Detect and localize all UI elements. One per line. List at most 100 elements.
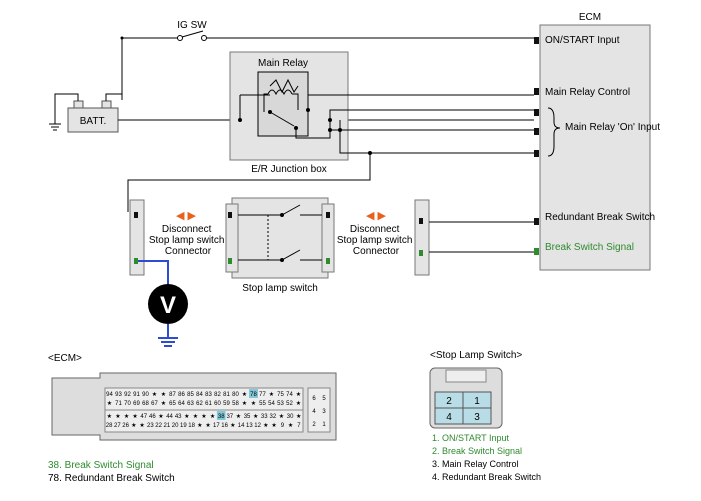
slsw-legend-3: 3. Main Relay Control: [432, 459, 519, 469]
slsw-pin: 4: [446, 412, 452, 423]
battery-label: BATT.: [80, 116, 106, 127]
ecm-pin-number: 83: [205, 392, 212, 398]
ecm-pin-number: ★: [152, 391, 157, 398]
ecm-pin-number: ★: [107, 400, 112, 407]
ecm-pin-number: 37: [226, 414, 233, 420]
ecm-legend-38: 38. Break Switch Signal: [48, 460, 154, 471]
ig-sw-label: IG SW: [177, 20, 207, 31]
ecm-pin-number: ★: [271, 422, 276, 429]
ecm-pin-number: 74: [286, 392, 293, 398]
ecm-pin-highlight: [249, 389, 258, 398]
stop-lamp-switch-label: Stop lamp switch: [242, 283, 318, 294]
ecm-pin-number: ★: [279, 413, 284, 420]
ecm-pin-number: 65: [169, 401, 176, 407]
ecm-pin-number: 67: [151, 401, 158, 407]
ecm-terminal: [534, 109, 539, 116]
ecm-pin-number: 93: [115, 392, 122, 398]
ecm-pin-number: 32: [270, 414, 277, 420]
ecm-pin-number: 81: [223, 392, 230, 398]
ecm-pin-number: 71: [115, 401, 122, 407]
ecm-pin-number: ★: [158, 413, 163, 420]
ecm-box: [539, 24, 651, 271]
ecm-terminal: [534, 128, 539, 135]
ecm-pin-number: 69: [133, 401, 140, 407]
slsw-connector-title: <Stop Lamp Switch>: [430, 350, 522, 361]
disconnect-arrow-right: ◀ ▶: [366, 210, 387, 222]
ecm-title: ECM: [579, 12, 601, 23]
ecm-pin-number: 94: [106, 392, 113, 398]
ecm-pin-number: 30: [287, 414, 294, 420]
ecm-pin-number: 61: [205, 401, 212, 407]
disconnect-label-left: Disconnect Stop lamp switch Connector: [149, 224, 227, 257]
ecm-pin-number: 23: [147, 423, 154, 429]
ecm-pin-number: 85: [187, 392, 194, 398]
ecm-pin-number: 16: [221, 423, 228, 429]
ecm-pin-number: 3: [322, 409, 326, 415]
ecm-pin-number: ★: [193, 413, 198, 420]
ecm-pin-number: 14: [238, 423, 245, 429]
ecm-pin-number: 19: [180, 423, 187, 429]
ecm-pin-number: ★: [205, 422, 210, 429]
ecm-pin-number: ★: [236, 413, 241, 420]
ecm-pin-number: 26: [122, 423, 129, 429]
slsw-legend-1: 1. ON/START Input: [432, 433, 510, 443]
ecm-pin-number: 52: [286, 401, 293, 407]
ecm-pin-number: 47: [140, 414, 147, 420]
ecm-pin-highlight: [216, 411, 226, 420]
ecm-pin-number: ★: [296, 400, 301, 407]
ecm-pin-number: 27: [114, 423, 121, 429]
left-connector: [129, 199, 145, 276]
ecm-pin-number: 53: [277, 401, 284, 407]
ecm-pin-number: 92: [124, 392, 131, 398]
ecm-terminal: [534, 37, 539, 44]
ecm-pin-number: 2: [312, 422, 316, 428]
ecm-pin-number: 22: [155, 423, 162, 429]
battery: [67, 107, 119, 133]
ecm-pin-number: ★: [269, 391, 274, 398]
ecm-pin-number: ★: [139, 422, 144, 429]
ecm-pin-number: ★: [161, 400, 166, 407]
ecm-pin-number: 63: [187, 401, 194, 407]
disconnect-arrow-left: ◀ ▶: [176, 210, 197, 222]
ecm-terminal: [534, 218, 539, 225]
ecm-terminal: [534, 150, 539, 157]
voltmeter: [148, 284, 188, 324]
junction-box-label: E/R Junction box: [251, 164, 327, 175]
ecm-pin-number: ★: [132, 413, 137, 420]
ecm-connector-title: <ECM>: [48, 353, 82, 364]
ecm-pin-number: 12: [254, 423, 261, 429]
ecm-pin-number: ★: [263, 422, 268, 429]
ecm-pin-number: 17: [213, 423, 220, 429]
ecm-pin-number: 75: [277, 392, 284, 398]
ecm-pin-number: ★: [253, 413, 258, 420]
ecm-pin-number: ★: [210, 413, 215, 420]
ecm-pin-number: ★: [115, 413, 120, 420]
disconnect-label-right: Disconnect Stop lamp switch Connector: [337, 224, 415, 257]
ecm-pin-number: ★: [184, 413, 189, 420]
ecm-legend-78: 78. Redundant Break Switch: [48, 473, 175, 484]
ecm-pin-number: 84: [196, 392, 203, 398]
ecm-pin-number: 60: [214, 401, 221, 407]
ecm-pin-number: 62: [196, 401, 203, 407]
ecm-pin-number: ★: [161, 391, 166, 398]
ecm-pin-on-start: ON/START Input: [545, 35, 620, 46]
ecm-pin-main-relay-control: Main Relay Control: [545, 87, 630, 98]
ecm-pin-number: ★: [201, 413, 206, 420]
main-relay: [257, 71, 309, 137]
ecm-pin-number: 55: [259, 401, 266, 407]
ecm-pin-number: 46: [149, 414, 156, 420]
ecm-pin-number: 87: [169, 392, 176, 398]
slsw-legend-2: 2. Break Switch Signal: [432, 446, 522, 456]
right-connector: [414, 199, 430, 276]
ecm-pin-number: ★: [242, 400, 247, 407]
ecm-pin-number: 70: [124, 401, 131, 407]
slsw-legend-4: 4. Redundant Break Switch: [432, 472, 541, 482]
slsw-pin: 2: [446, 396, 452, 407]
ecm-pin-number: 64: [178, 401, 185, 407]
main-relay-label: Main Relay: [258, 58, 308, 69]
ecm-pin-number: ★: [131, 422, 136, 429]
ecm-pin-number: 6: [312, 396, 316, 402]
ecm-pin-number: 5: [322, 396, 326, 402]
ecm-pin-number: ★: [296, 391, 301, 398]
